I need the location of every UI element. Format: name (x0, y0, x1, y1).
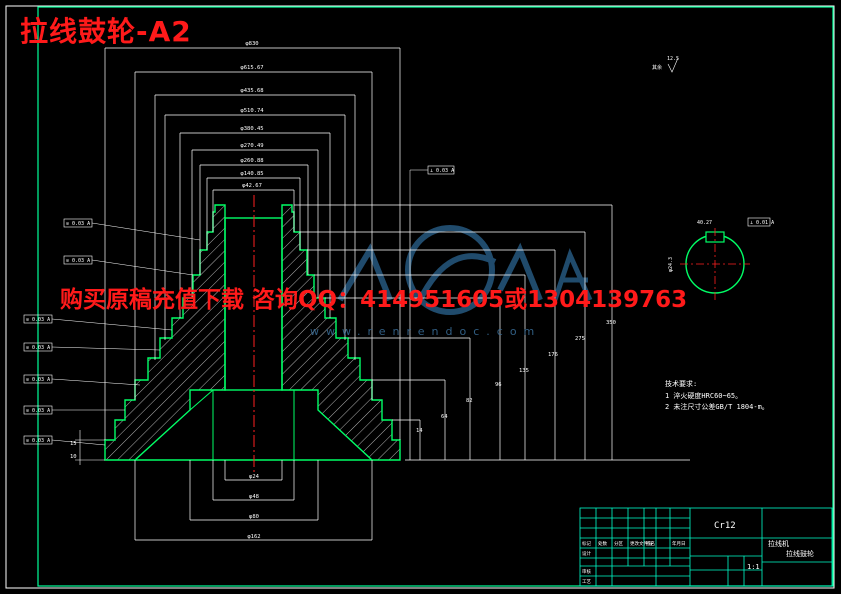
roughness-value: 12.5 (667, 56, 679, 62)
dim-label: 64 (441, 414, 448, 420)
dim-label: φ140.85 (240, 171, 263, 177)
bottom-dim-labels: φ24 φ48 φ80 φ162 (247, 474, 260, 540)
right-dimension-stack (294, 204, 690, 461)
dim-label: 176 (548, 352, 558, 358)
dim-label: φ270.49 (240, 143, 263, 149)
dim-label: φ42.67 (242, 183, 262, 189)
dim-label: 14 (416, 428, 423, 434)
dim-label: φ260.88 (240, 158, 263, 164)
dim-label: φ24 (249, 474, 260, 480)
dim-label: 96 (495, 382, 502, 388)
dim-label: φ162 (247, 534, 260, 540)
bottom-dimension-stack (134, 460, 373, 541)
dim-label: φ48 (249, 494, 259, 500)
dim-label: φ615.67 (240, 65, 263, 71)
dim-label: 350 (606, 320, 616, 326)
part-name: 拉线鼓轮 (786, 549, 814, 558)
tb-col-label: 年月日 (672, 540, 686, 547)
drawing-title: 拉线鼓轮-A2 (20, 15, 192, 48)
tb-row-label: 审核 (582, 568, 591, 575)
tb-col-label: 分区 (614, 540, 623, 547)
tb-row-label: 标记 (582, 540, 591, 547)
right-dim-labels: 14 64 82 96 135 176 275 350 (416, 320, 616, 434)
part-line1: 拉线机 (768, 539, 789, 548)
tb-col-label: 签名 (646, 540, 655, 547)
section-view: ⊥ 0.01 A 40.27 φ24.3 (668, 217, 774, 300)
material-label: Cr12 (714, 521, 736, 531)
outer-border (5, 5, 835, 589)
inner-border (37, 6, 834, 587)
roughness-symbol: 其余 12.5 (652, 56, 679, 73)
tb-col-label: 更改文件号 (630, 540, 653, 547)
tech-req-item: 2 未注尺寸公差GB/T 1804-m。 (665, 402, 769, 411)
title-block-text: Cr12 拉线机 拉线鼓轮 1:1 标记 设计 审核 工艺 处数 分区 更改文件… (582, 521, 814, 585)
tolerance-frame: ⊙ 0.03 A (66, 221, 90, 227)
dim-label: 275 (575, 336, 585, 342)
tolerance-frames: ⊙ 0.03 A ⊙ 0.03 A ⊙ 0.03 A ⊙ 0.03 A ⊙ 0.… (23, 165, 455, 446)
dim-label: 15 (70, 441, 77, 447)
dim-label: φ435.68 (240, 88, 263, 94)
scale-value: 1:1 (747, 563, 760, 571)
top-dimension-stack (104, 47, 401, 440)
tolerance-frame: ⊙ 0.03 A (26, 408, 50, 414)
title-block (579, 507, 833, 587)
section-tol: ⊥ 0.01 A (750, 220, 774, 226)
tolerance-frame: ⊥ 0.03 A (430, 168, 454, 174)
tolerance-frame: ⊙ 0.03 A (26, 377, 50, 383)
section-dia: φ24.3 (668, 257, 674, 272)
tolerance-frame: ⊙ 0.03 A (26, 438, 50, 444)
dim-label: 10 (70, 454, 77, 460)
tb-col-label: 处数 (598, 540, 607, 547)
top-dim-labels: φ830 φ615.67 φ435.68 φ510.74 φ380.45 φ27… (240, 41, 264, 189)
ad-banner: 购买原稿充值下载 咨询QQ：414951605或1304139763 (60, 287, 688, 313)
tolerance-frame: ⊙ 0.03 A (26, 317, 50, 323)
tolerance-frame: ⊙ 0.03 A (66, 258, 90, 264)
keyway-dim: 40.27 (697, 220, 712, 226)
tb-row-label: 设计 (582, 550, 591, 557)
dim-label: φ80 (249, 514, 259, 520)
tech-req-item: 1 淬火硬度HRC60~65。 (665, 391, 742, 400)
tech-req-heading: 技术要求: (665, 379, 697, 388)
tb-row-label: 工艺 (582, 579, 591, 585)
dim-label: φ380.45 (240, 126, 263, 132)
tech-requirements: 技术要求: 1 淬火硬度HRC60~65。 2 未注尺寸公差GB/T 1804-… (665, 379, 769, 411)
tolerance-frame: ⊙ 0.03 A (26, 345, 50, 351)
roughness-note: 其余 (652, 64, 662, 71)
dim-label: 135 (519, 368, 529, 374)
watermark-url: www.renrendoc.com (310, 325, 542, 338)
dim-label: φ830 (245, 41, 258, 47)
dim-label: 82 (466, 398, 473, 404)
left-small-dims: 15 10 (70, 430, 105, 465)
dim-label: φ510.74 (240, 108, 264, 114)
